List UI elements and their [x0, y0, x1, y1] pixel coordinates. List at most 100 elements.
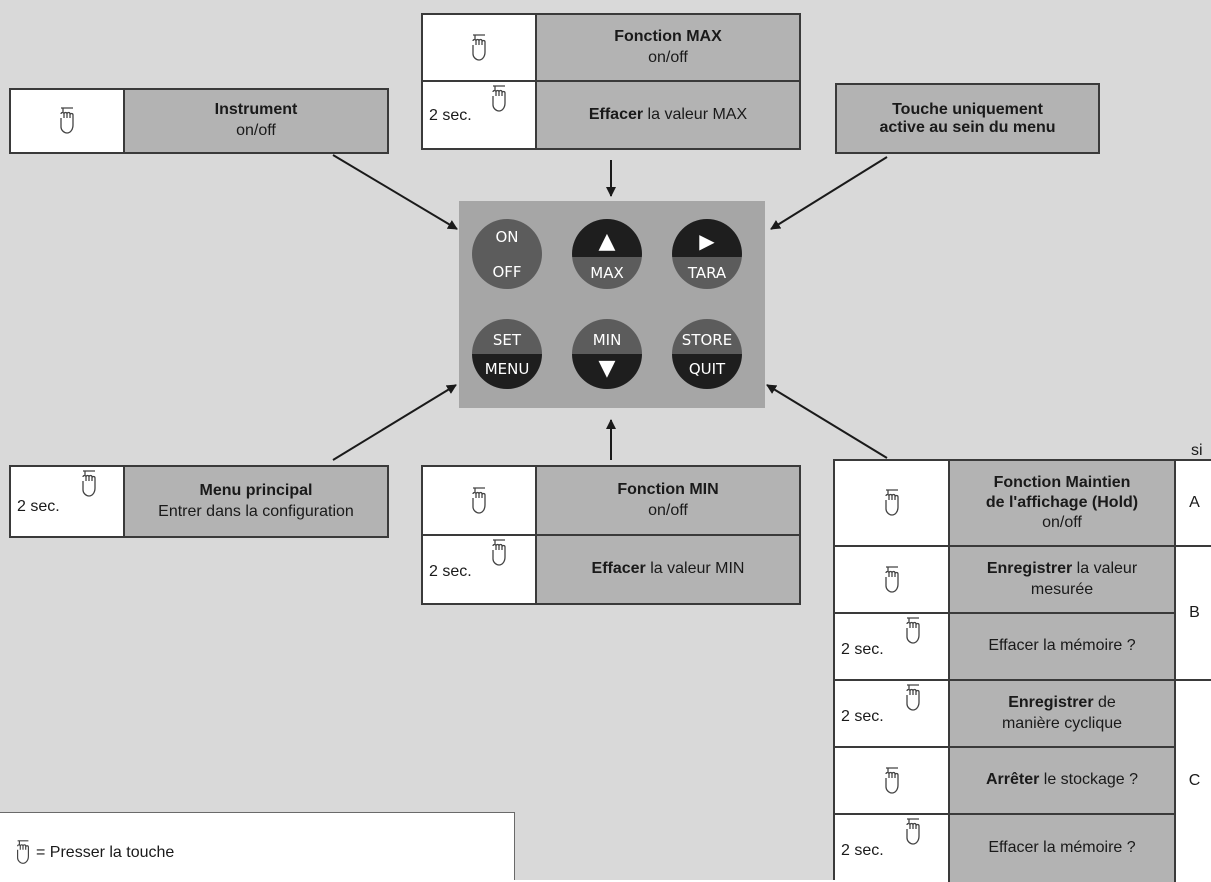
clear-memory-1: Effacer la mémoire ?: [988, 637, 1136, 655]
store-r3-text: Effacer la mémoire ?: [950, 614, 1176, 681]
hand-press-icon: [492, 85, 506, 112]
menu-text: Menu principal Entrer dans la configurat…: [125, 467, 387, 536]
cyclic-rest: de: [1093, 693, 1116, 711]
store-label-c: C: [1176, 681, 1211, 882]
menu-title: Menu principal: [199, 481, 313, 499]
store-r1-hand: [835, 461, 950, 547]
hold-title-2: de l'affichage (Hold): [985, 494, 1139, 511]
down-arrow-icon: ▼: [572, 354, 642, 389]
record-bold: Enregistrer: [986, 559, 1073, 577]
quit-label: QUIT: [672, 354, 742, 389]
label-b: B: [1189, 603, 1200, 621]
min-clear-rest: la valeur MIN: [645, 560, 745, 578]
store-label: STORE: [672, 319, 742, 354]
set-menu-key[interactable]: SET MENU: [472, 319, 542, 389]
max-row1-hand: [423, 15, 537, 82]
label-a: A: [1189, 493, 1200, 511]
store-r6-text: Effacer la mémoire ?: [950, 815, 1176, 882]
up-arrow-icon: ▲: [572, 219, 642, 257]
hand-press-icon: [884, 565, 899, 593]
menu-2sec-label: 2 sec.: [17, 498, 60, 515]
store-function-table: Fonction Maintien de l'affichage (Hold) …: [833, 459, 1211, 882]
store-r3-hand: 2 sec.: [835, 614, 950, 681]
hand-press-icon: [17, 840, 29, 864]
max-title: Fonction MAX: [614, 27, 722, 45]
record-line2: mesurée: [1030, 580, 1094, 598]
tara-line1: Touche uniquement: [892, 100, 1043, 118]
hand-press-icon: [906, 684, 920, 711]
si-label: si: [1191, 442, 1203, 459]
max-label: MAX: [572, 257, 642, 289]
hand-press-icon: [884, 489, 899, 516]
max-function-box: Fonction MAX on/off 2 sec. Effacer la va…: [421, 13, 801, 150]
off-label: OFF: [492, 262, 522, 281]
instrument-hand: [11, 90, 125, 152]
tara-label: TARA: [672, 257, 742, 289]
instrument-box: Instrument on/off: [9, 88, 389, 154]
max-sub: on/off: [648, 48, 688, 66]
hand-press-icon: [906, 617, 920, 644]
store-r4-text: Enregistrer de manière cyclique: [950, 681, 1176, 748]
min-row1-text: Fonction MIN on/off: [537, 467, 799, 536]
min-clear-bold: Effacer: [591, 560, 646, 578]
max-clear-bold: Effacer: [588, 105, 644, 123]
min-2sec-label: 2 sec.: [429, 563, 472, 580]
menu-hand: 2 sec.: [11, 467, 125, 536]
hold-title-1: Fonction Maintien: [993, 474, 1131, 491]
cyclic-line2: manière cyclique: [1001, 714, 1123, 732]
r3-2sec-label: 2 sec.: [841, 641, 884, 658]
on-off-key[interactable]: ON OFF: [472, 219, 542, 289]
instrument-sub: on/off: [236, 122, 276, 139]
instrument-text: Instrument on/off: [125, 90, 387, 152]
store-r2-hand: [835, 547, 950, 614]
tara-info-box: Touche uniquement active au sein du menu: [835, 83, 1100, 154]
store-label-a: A: [1176, 461, 1211, 547]
store-r1-text: Fonction Maintien de l'affichage (Hold) …: [950, 461, 1176, 547]
min-row2-text: Effacer la valeur MIN: [537, 536, 799, 603]
legend-box: = Presser la touche: [0, 812, 515, 880]
record-rest: la valeur: [1072, 559, 1138, 577]
max-clear-rest: la valeur MAX: [643, 105, 748, 123]
max-row1-text: Fonction MAX on/off: [537, 15, 799, 82]
tara-line2: active au sein du menu: [879, 118, 1056, 136]
max-key[interactable]: ▲ MAX: [572, 219, 642, 289]
hand-press-icon: [906, 818, 920, 845]
legend-text: = Presser la touche: [36, 844, 175, 861]
min-key[interactable]: MIN ▼: [572, 319, 642, 389]
max-row2-hand: 2 sec.: [423, 82, 537, 148]
stop-bold: Arrêter: [985, 771, 1040, 789]
main-menu-box: 2 sec. Menu principal Entrer dans la con…: [9, 465, 389, 538]
hand-press-icon: [472, 33, 486, 61]
store-quit-key[interactable]: STORE QUIT: [672, 319, 742, 389]
on-label: ON: [495, 227, 519, 246]
hand-press-icon: [472, 486, 486, 514]
label-c: C: [1188, 772, 1201, 790]
store-r4-hand: 2 sec.: [835, 681, 950, 748]
max-2sec-label: 2 sec.: [429, 107, 472, 124]
menu-label: MENU: [472, 354, 542, 389]
r4-2sec-label: 2 sec.: [841, 708, 884, 725]
clear-memory-2: Effacer la mémoire ?: [988, 839, 1136, 857]
min-row2-hand: 2 sec.: [423, 536, 537, 603]
store-r6-hand: 2 sec.: [835, 815, 950, 882]
tara-key[interactable]: ▶ TARA: [672, 219, 742, 289]
min-row1-hand: [423, 467, 537, 536]
right-arrow-icon: ▶: [672, 219, 742, 257]
store-label-b: B: [1176, 547, 1211, 681]
store-r2-text: Enregistrer la valeur mesurée: [950, 547, 1176, 614]
min-label: MIN: [572, 319, 642, 354]
max-row2-text: Effacer la valeur MAX: [537, 82, 799, 148]
min-function-box: Fonction MIN on/off 2 sec. Effacer la va…: [421, 465, 801, 605]
keypad: ON OFF ▲ MAX ▶ TARA SET MENU MIN ▼ STORE…: [459, 201, 765, 408]
hand-press-icon: [492, 539, 506, 566]
min-title: Fonction MIN: [617, 480, 719, 498]
hand-press-icon: [82, 470, 96, 497]
min-sub: on/off: [648, 501, 688, 519]
set-label: SET: [472, 319, 542, 354]
store-r5-text: Arrêter le stockage ?: [950, 748, 1176, 815]
store-r5-hand: [835, 748, 950, 815]
hold-sub: on/off: [1042, 514, 1082, 531]
hand-press-icon: [60, 107, 74, 134]
menu-sub: Entrer dans la configuration: [158, 502, 354, 520]
